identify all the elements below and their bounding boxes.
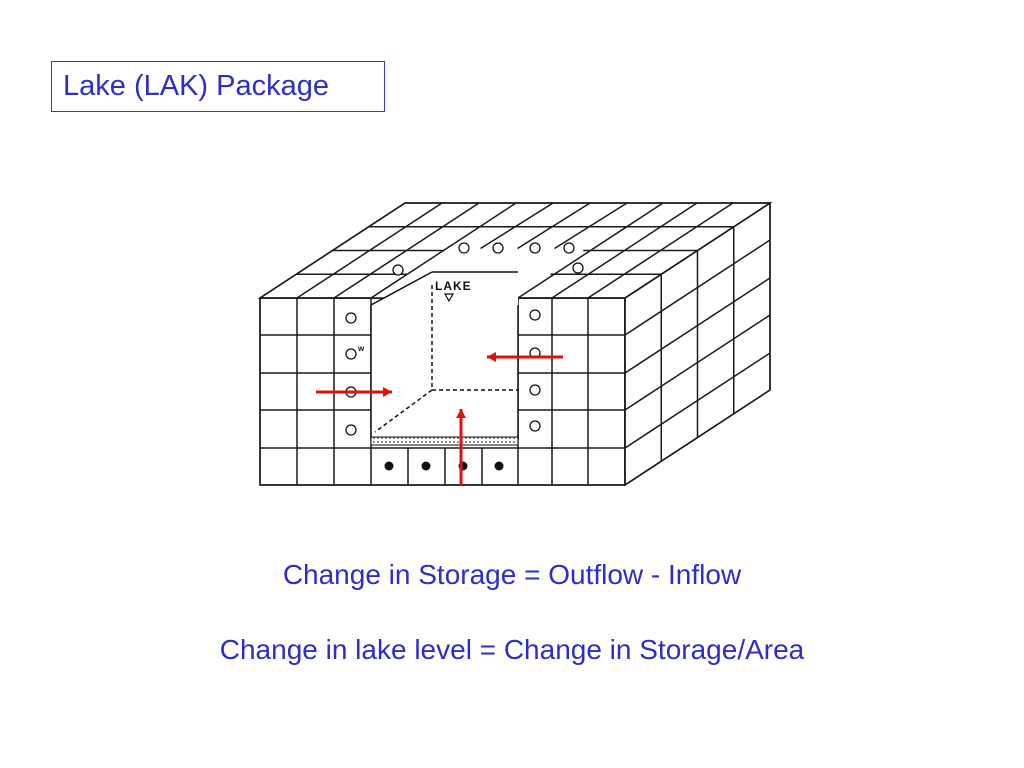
lake-level-equation: Change in lake level = Change in Storage… [219,634,805,665]
open-cell-marker [529,420,541,432]
top-grid-line [554,202,628,250]
top-grid-line [480,202,554,250]
lake-cavity [370,271,519,446]
open-cell-marker [563,242,575,254]
water-level-icon [443,293,455,303]
top-grid-line [517,202,591,250]
right-grid-line [624,239,771,336]
right-grid-line [624,389,771,486]
well-label: w [357,344,365,353]
flow-arrows [316,352,563,485]
filled-cell-marker [384,461,394,471]
storage-equation: Change in Storage = Outflow - Inflow [282,559,742,590]
right-grid-line [624,277,771,374]
cell-markers [345,242,584,471]
top-grid-line [370,202,517,299]
open-cell-marker [529,242,541,254]
open-cell-marker [345,312,357,324]
filled-cell-marker [421,461,431,471]
open-cell-marker [345,348,357,360]
lake-interior [371,272,518,440]
lakebed-sediment [370,436,519,446]
open-cell-marker [572,262,584,274]
top-grid-line [624,202,771,299]
right-grid-line [624,352,771,449]
top-grid-line [296,202,443,299]
outflow-arrow-head [487,352,496,362]
top-grid-line [517,202,664,299]
top-grid-line [587,202,734,299]
lake-label: LAKE [435,279,472,293]
filled-cell-marker [494,461,504,471]
right-grid-line [624,314,771,411]
lake-grid-svg: LAKE w [257,201,773,487]
lake-hidden-edge [374,389,433,433]
inflow-arrow-head [383,387,392,397]
top-grid-line [551,202,698,299]
open-cell-marker [492,242,504,254]
top-grid-line [259,202,406,299]
lake-edge [370,271,433,306]
lake-package-diagram: LAKE w [248,192,778,490]
top-grid-line [333,202,480,299]
slide-title-box: Lake (LAK) Package [51,61,385,112]
open-cell-marker [529,309,541,321]
open-cell-marker [529,384,541,396]
open-cell-marker [392,264,404,276]
open-cell-marker [345,424,357,436]
open-cell-marker [458,242,470,254]
slide-title: Lake (LAK) Package [63,70,329,102]
groundwater-arrow-head [456,409,466,418]
